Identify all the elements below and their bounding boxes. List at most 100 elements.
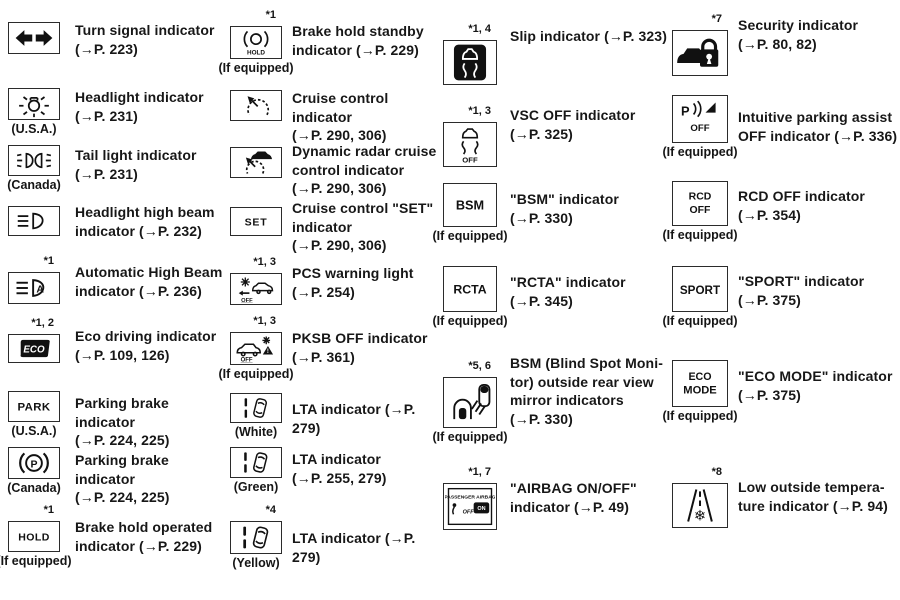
- icon-caption: (If equipped): [218, 367, 294, 381]
- indicator-description: LTA indicator (→P. 279): [292, 530, 416, 565]
- high-beam-icon: [8, 206, 60, 236]
- svg-text:HOLD: HOLD: [247, 49, 265, 56]
- indicator-description: RCD OFF indicator (→P. 354): [738, 188, 865, 223]
- indicator-description: Parking brake indicator (→P. 224, 225): [75, 395, 170, 448]
- icon-caption: (If equipped): [432, 430, 508, 444]
- footnote-marker: *1: [43, 255, 54, 267]
- hold-text-icon: HOLD: [8, 521, 60, 552]
- dynamic-radar-cruise-icon: [230, 147, 282, 178]
- footnote-marker: *1, 7: [468, 466, 491, 478]
- indicator-description: Brake hold standby indicator (→P. 229): [292, 23, 424, 58]
- svg-text:P: P: [681, 103, 690, 118]
- bsm-mirror-icon: [443, 377, 497, 428]
- svg-text:RCD: RCD: [689, 191, 712, 202]
- icon-caption: (If equipped): [432, 314, 508, 328]
- indicator-description: Brake hold operated indicator (→P. 229): [75, 519, 213, 554]
- svg-text:SET: SET: [245, 216, 268, 228]
- svg-text:!: !: [267, 349, 269, 355]
- sport-text-icon: SPORT: [672, 266, 728, 312]
- footnote-marker: *4: [265, 504, 276, 516]
- svg-text:OFF: OFF: [241, 358, 253, 363]
- footnote-marker: *1: [43, 504, 54, 516]
- indicator-description: "AIRBAG ON/OFF" indicator (→P. 49): [510, 480, 637, 515]
- indicator-description: Tail light indicator (→P. 231): [75, 147, 197, 182]
- indicator-description: Security indicator (→P. 80, 82): [738, 17, 859, 52]
- headlight-icon: [8, 88, 60, 120]
- icon-caption: (Canada): [7, 481, 61, 495]
- icon-caption: (If equipped): [662, 145, 738, 159]
- turn-signal-icon: [8, 22, 60, 54]
- icon-caption: (Yellow): [232, 556, 280, 570]
- eco-mode-text-icon: ECO MODE: [672, 360, 728, 407]
- slip-icon: [443, 40, 497, 85]
- icon-caption: (U.S.A.): [11, 122, 57, 136]
- lta-icon: [230, 447, 282, 478]
- rcta-text-icon: RCTA: [443, 266, 497, 312]
- indicator-description: Slip indicator (→P. 323): [510, 28, 667, 44]
- indicator-description: Cruise control indicator (→P. 290, 306): [292, 90, 389, 143]
- svg-text:HOLD: HOLD: [18, 532, 50, 544]
- footnote-marker: *1, 3: [253, 315, 276, 327]
- pcs-warning-icon: OFF: [230, 273, 282, 305]
- vsc-off-icon: OFF: [443, 122, 497, 167]
- svg-text:OFF: OFF: [690, 205, 712, 216]
- rcd-off-text-icon: RCD OFF: [672, 181, 728, 226]
- low-temp-icon: ❄: [672, 483, 728, 528]
- brake-hold-standby-icon: HOLD: [230, 26, 282, 59]
- indicator-description: Intuitive parking assist OFF indicator (…: [738, 109, 898, 144]
- footnote-marker: *5, 6: [468, 360, 491, 372]
- indicator-description: Headlight indicator (→P. 231): [75, 89, 204, 124]
- indicator-description: Headlight high beam indicator (→P. 232): [75, 204, 215, 239]
- svg-text:OFF: OFF: [463, 509, 475, 515]
- indicator-description: Cruise control "SET" indicator (→P. 290,…: [292, 200, 434, 253]
- indicator-description: "SPORT" indicator (→P. 375): [738, 273, 865, 308]
- svg-text:ECO: ECO: [23, 344, 45, 355]
- icon-caption: (White): [234, 425, 278, 439]
- icon-caption: (If equipped): [0, 554, 72, 568]
- icon-caption: (If equipped): [218, 61, 294, 75]
- indicator-description: "BSM" indicator (→P. 330): [510, 191, 619, 226]
- svg-text:PARK: PARK: [17, 402, 50, 414]
- svg-text:ON: ON: [477, 506, 485, 512]
- indicator-description: Parking brake indicator (→P. 224, 225): [75, 452, 170, 505]
- indicator-description: "ECO MODE" indicator (→P. 375): [738, 368, 893, 403]
- indicator-description: Dynamic radar cruise control indicator (…: [292, 143, 437, 196]
- security-icon: [672, 30, 728, 76]
- icon-caption: (If equipped): [432, 229, 508, 243]
- tail-light-icon: [8, 145, 60, 176]
- set-text-icon: SET: [230, 207, 282, 236]
- icon-caption: (If equipped): [662, 314, 738, 328]
- eco-text-icon: ECO: [8, 334, 60, 363]
- icon-caption: (If equipped): [662, 228, 738, 242]
- svg-text:MODE: MODE: [683, 385, 716, 397]
- footnote-marker: *8: [711, 466, 722, 478]
- bsm-text-icon: BSM: [443, 183, 497, 227]
- svg-text:P: P: [30, 458, 37, 470]
- footnote-marker: *1: [265, 9, 276, 21]
- indicator-description: PKSB OFF indicator (→P. 361): [292, 330, 428, 365]
- svg-text:RCTA: RCTA: [453, 283, 486, 297]
- svg-text:❄: ❄: [694, 508, 706, 525]
- indicator-description: Turn signal indicator (→P. 223): [75, 22, 215, 57]
- parking-brake-icon: P: [8, 447, 60, 479]
- footnote-marker: *1, 4: [468, 23, 491, 35]
- svg-text:SPORT: SPORT: [680, 283, 721, 297]
- indicator-description: PCS warning light (→P. 254): [292, 265, 414, 300]
- footnote-marker: *1, 3: [468, 105, 491, 117]
- pksb-off-icon: ! OFF: [230, 332, 282, 365]
- svg-text:ECO: ECO: [688, 371, 711, 383]
- auto-high-beam-icon: A: [8, 272, 60, 304]
- svg-text:PASSENGER AIRBAG: PASSENGER AIRBAG: [445, 495, 495, 501]
- indicator-description: LTA indicator (→P. 279): [292, 401, 416, 436]
- lta-icon: [230, 393, 282, 423]
- airbag-on-off-icon: PASSENGER AIRBAG OFF ON: [443, 483, 497, 530]
- indicator-description: VSC OFF indicator (→P. 325): [510, 107, 636, 142]
- cruise-control-icon: [230, 90, 282, 121]
- indicator-description: "RCTA" indicator (→P. 345): [510, 274, 626, 309]
- indicator-description: Eco driving indicator (→P. 109, 126): [75, 328, 217, 363]
- indicator-description: BSM (Blind Spot Moni- tor) outside rear …: [510, 355, 663, 427]
- indicator-description: Low outside tempera- ture indicator (→P.…: [738, 479, 888, 514]
- indicator-description: Automatic High Beam indicator (→P. 236): [75, 264, 223, 299]
- icon-caption: (Green): [233, 480, 279, 494]
